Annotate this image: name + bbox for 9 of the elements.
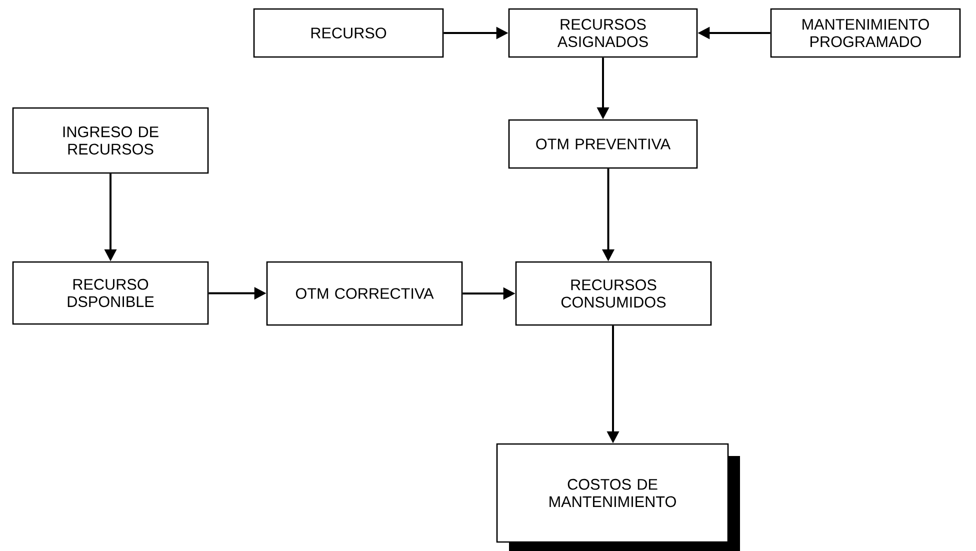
- process-box: RECURSO DSPONIBLE: [12, 261, 209, 325]
- process-box: INGRESO DE RECURSOS: [12, 107, 209, 174]
- process-box: MANTENIMIENTO PROGRAMADO: [770, 8, 961, 58]
- process-box: RECURSOS ASIGNADOS: [508, 8, 698, 58]
- process-box: OTM CORRECTIVA: [266, 261, 463, 326]
- process-box: OTM PREVENTIVA: [508, 119, 698, 169]
- process-box: COSTOS DE MANTENIMIENTO: [496, 443, 740, 551]
- process-box: RECURSO: [253, 8, 444, 58]
- process-box: RECURSOS CONSUMIDOS: [515, 261, 712, 326]
